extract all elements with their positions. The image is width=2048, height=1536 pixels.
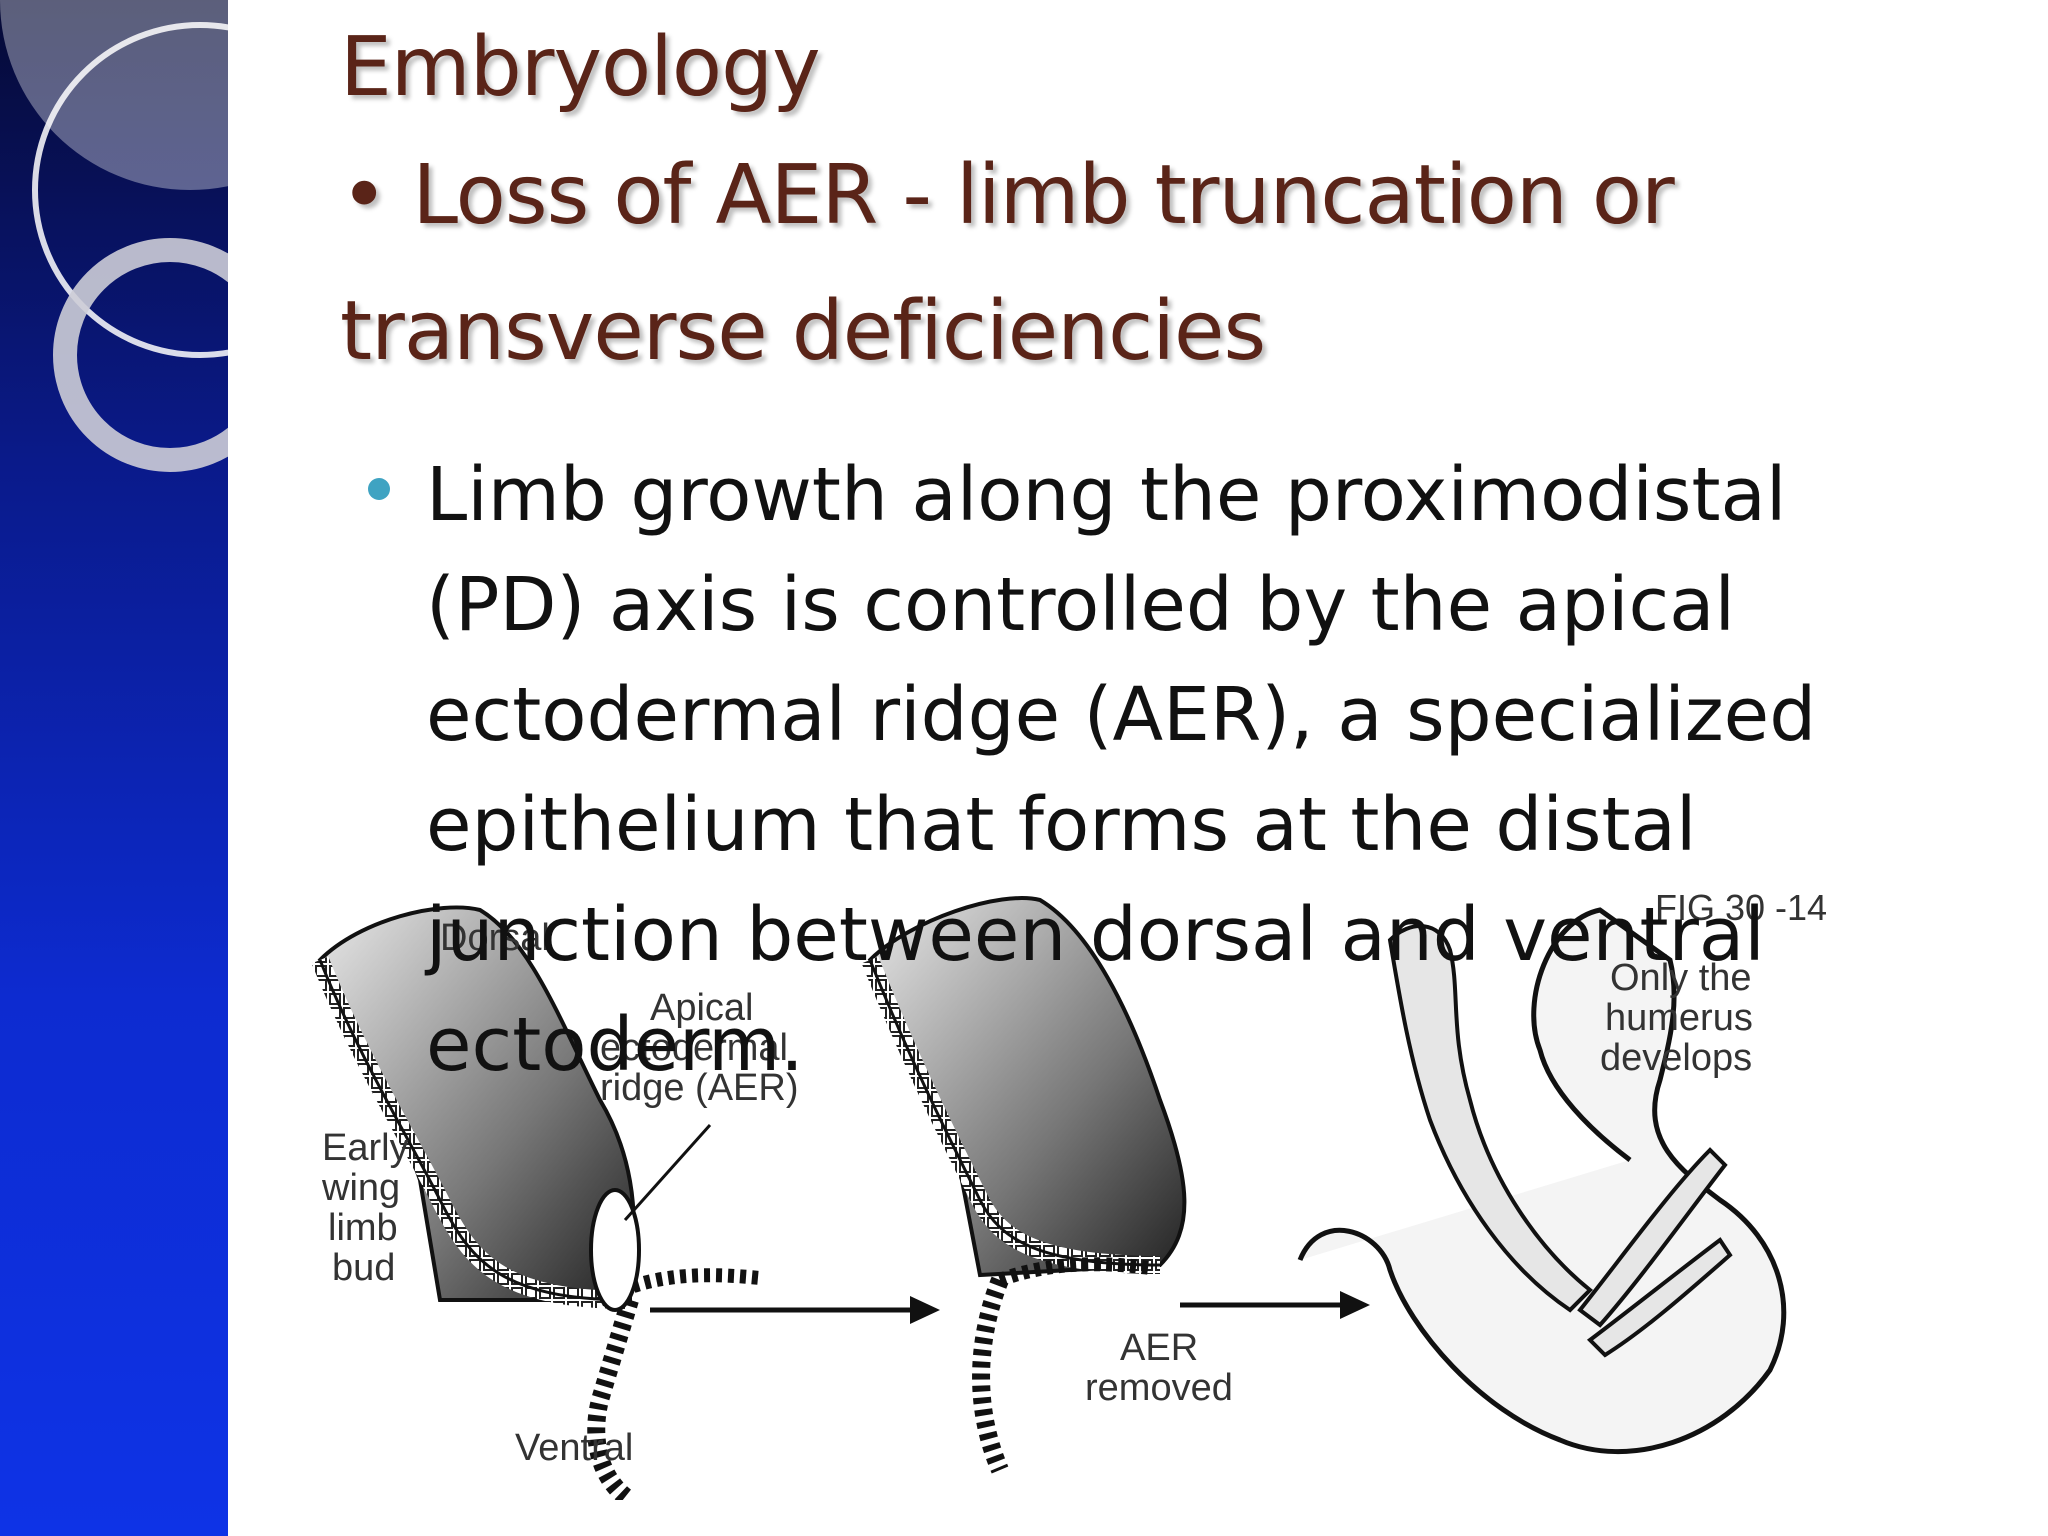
- label-aer: AER: [1120, 1327, 1198, 1369]
- decor-ring-outline: [32, 22, 228, 358]
- side-decor-panel: [0, 0, 228, 1536]
- slide-title: Embryology: [340, 20, 821, 115]
- label-fig-number: FIG 30 -14: [1655, 887, 1827, 928]
- arrow-1: [650, 1296, 940, 1324]
- label-develops: develops: [1600, 1037, 1752, 1079]
- label-humerus: humerus: [1605, 997, 1753, 1039]
- aer-pointer: [623, 1123, 712, 1222]
- bullet-text: Limb growth along the proximodistal (PD)…: [426, 452, 1817, 1088]
- label-ectodermal: ectodermal: [600, 1027, 788, 1069]
- decor-rings: [0, 0, 228, 472]
- bullet-marker: [368, 478, 390, 500]
- forearm-bone-2: [1586, 1237, 1733, 1358]
- label-apical: Apical: [650, 987, 754, 1029]
- limb-bud-diagram: Dorsal Apical ectodermal ridge (AER) Ear…: [311, 887, 1827, 1508]
- panel-humerus: [1297, 907, 1787, 1454]
- panel-aer-removed: [861, 896, 1187, 1474]
- ectoderm-edge: [318, 959, 631, 1302]
- decor-circle-top: [0, 0, 228, 190]
- limb-outline: [1297, 907, 1787, 1454]
- label-wing: wing: [321, 1167, 400, 1209]
- panel-early-bud: [311, 905, 761, 1508]
- label-removed: removed: [1085, 1367, 1233, 1409]
- limb-bud-figure: Dorsal Apical ectodermal ridge (AER) Ear…: [300, 880, 1900, 1508]
- ventral-ectoderm: [587, 1297, 639, 1508]
- label-ventral: Ventral: [515, 1427, 633, 1469]
- label-limb: limb: [328, 1207, 398, 1249]
- arrow-2: [1180, 1291, 1370, 1319]
- forearm-bone-1: [1577, 1147, 1728, 1328]
- slide-subtitle: • Loss of AER - limb truncation or trans…: [340, 148, 1675, 379]
- aer-ridge: [589, 1188, 641, 1312]
- bullet-item: Limb growth along the proximodistal (PD)…: [368, 440, 1928, 1100]
- label-ridge-aer: ridge (AER): [600, 1067, 799, 1109]
- label-early: Early: [322, 1127, 409, 1169]
- slide-title-block: Embryology • Loss of AER - limb truncati…: [340, 8, 1960, 400]
- label-dorsal: Dorsal: [440, 917, 550, 959]
- ventral-edge-2: [997, 1257, 1151, 1287]
- label-bud: bud: [332, 1247, 395, 1289]
- humerus-bone: [1387, 924, 1593, 1313]
- label-only-the: Only the: [1610, 957, 1752, 999]
- ectoderm-edge-2: [868, 959, 1161, 1267]
- decor-ring-thick: [53, 238, 228, 472]
- ventral-ectoderm-2: [972, 1276, 1009, 1474]
